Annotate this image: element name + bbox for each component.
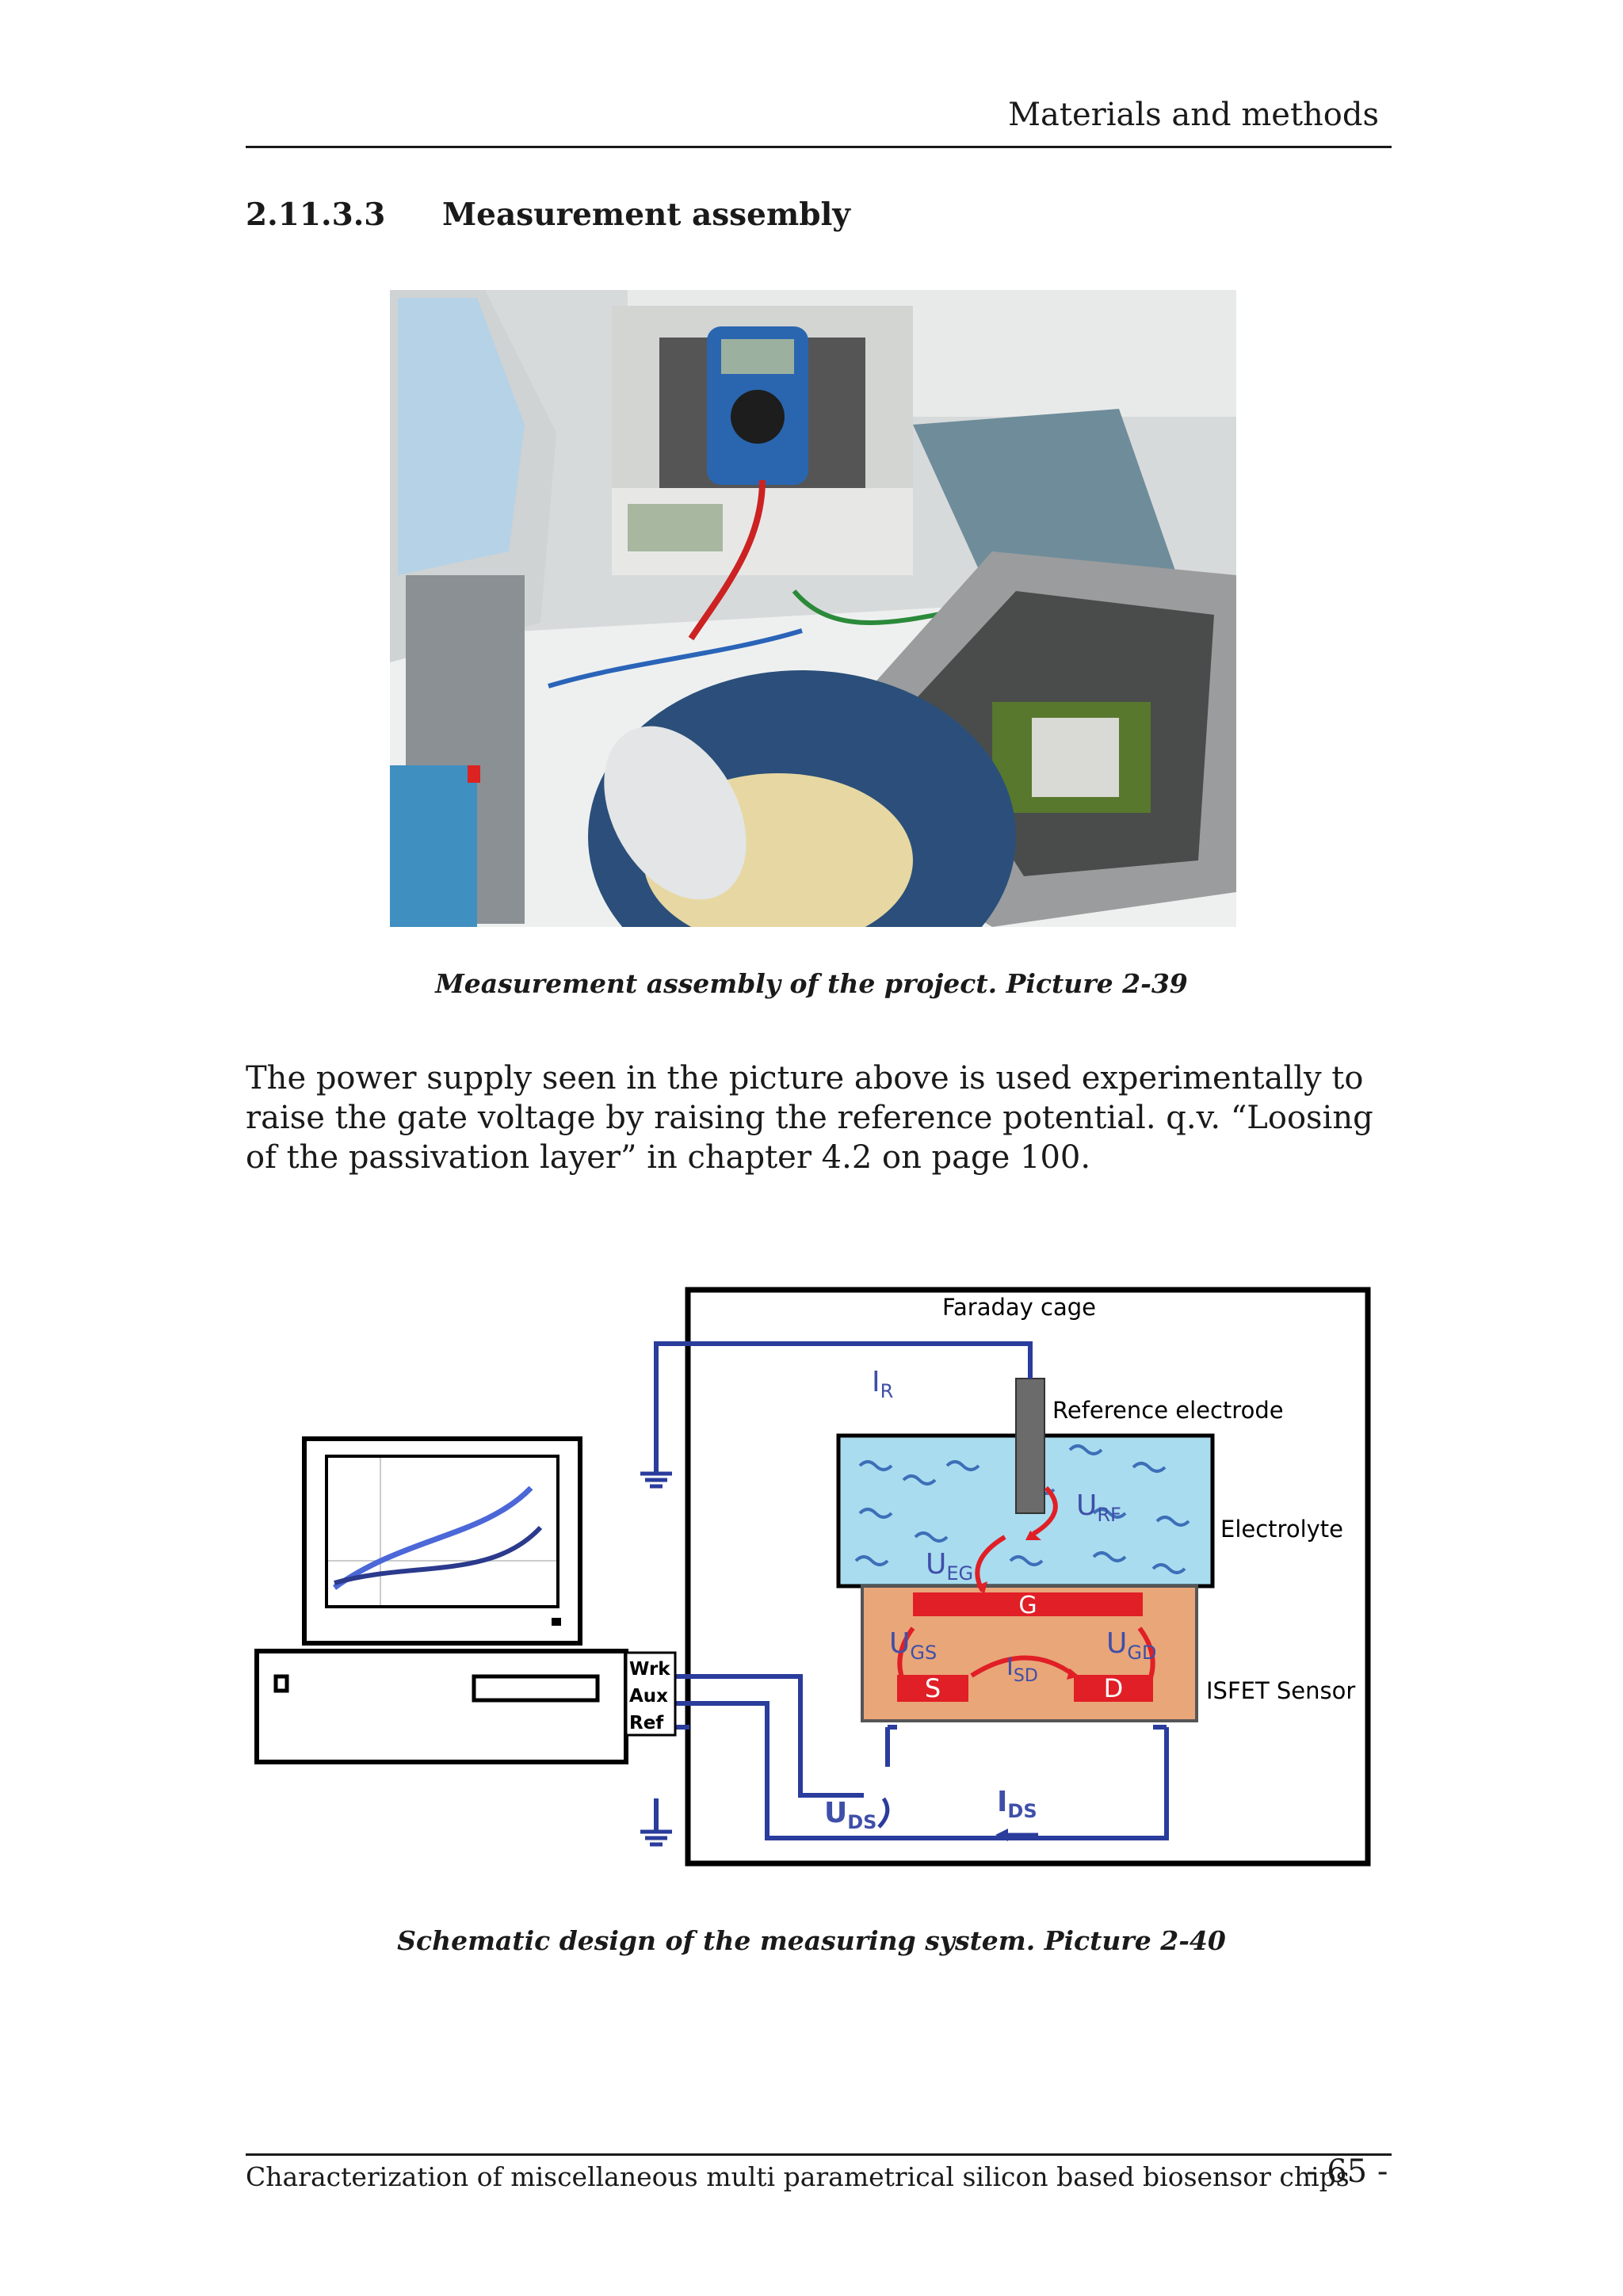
disk-drive — [474, 1676, 598, 1700]
isfet-sensor-label: ISFET Sensor — [1206, 1677, 1355, 1704]
reference-electrode-label: Reference electrode — [1052, 1397, 1284, 1424]
symbol-u-ds: UDS — [824, 1797, 876, 1833]
aux-label: Aux — [629, 1686, 668, 1707]
symbol-i-ds: IDS — [997, 1786, 1037, 1822]
body-paragraph: The power supply seen in the picture abo… — [246, 1058, 1395, 1177]
faraday-cage-label: Faraday cage — [942, 1294, 1096, 1321]
drain-label: D — [1104, 1673, 1124, 1703]
figure-1-caption: Measurement assembly of the project. Pic… — [0, 968, 1623, 999]
source-label: S — [925, 1673, 941, 1703]
gate-label: G — [1018, 1592, 1037, 1619]
uds-arrow — [879, 1798, 888, 1827]
symbol-i-r: IR — [872, 1366, 893, 1402]
page-number: - 65 - — [1306, 2153, 1388, 2190]
footer-rule — [246, 2153, 1392, 2156]
running-header: Materials and methods — [1008, 97, 1379, 133]
section-title: Measurement assembly — [442, 196, 850, 233]
wrk-label: Wrk — [629, 1659, 670, 1680]
footer-title: Characterization of miscellaneous multi … — [246, 2161, 1350, 2192]
computer-case — [257, 1651, 626, 1762]
ref-label: Ref — [629, 1713, 664, 1733]
reference-electrode — [1016, 1379, 1044, 1513]
figure-2-caption: Schematic design of the measuring system… — [0, 1925, 1623, 1956]
measurement-assembly-photo — [390, 290, 1236, 927]
electrolyte-label: Electrolyte — [1220, 1516, 1343, 1543]
section-number: 2.11.3.3 — [246, 196, 442, 233]
header-rule — [246, 146, 1392, 148]
monitor-screen — [327, 1456, 558, 1607]
measuring-system-schematic: Faraday cage Electrolyte ISFET Sensor G … — [246, 1276, 1387, 1878]
photo-illustration — [390, 290, 1236, 927]
